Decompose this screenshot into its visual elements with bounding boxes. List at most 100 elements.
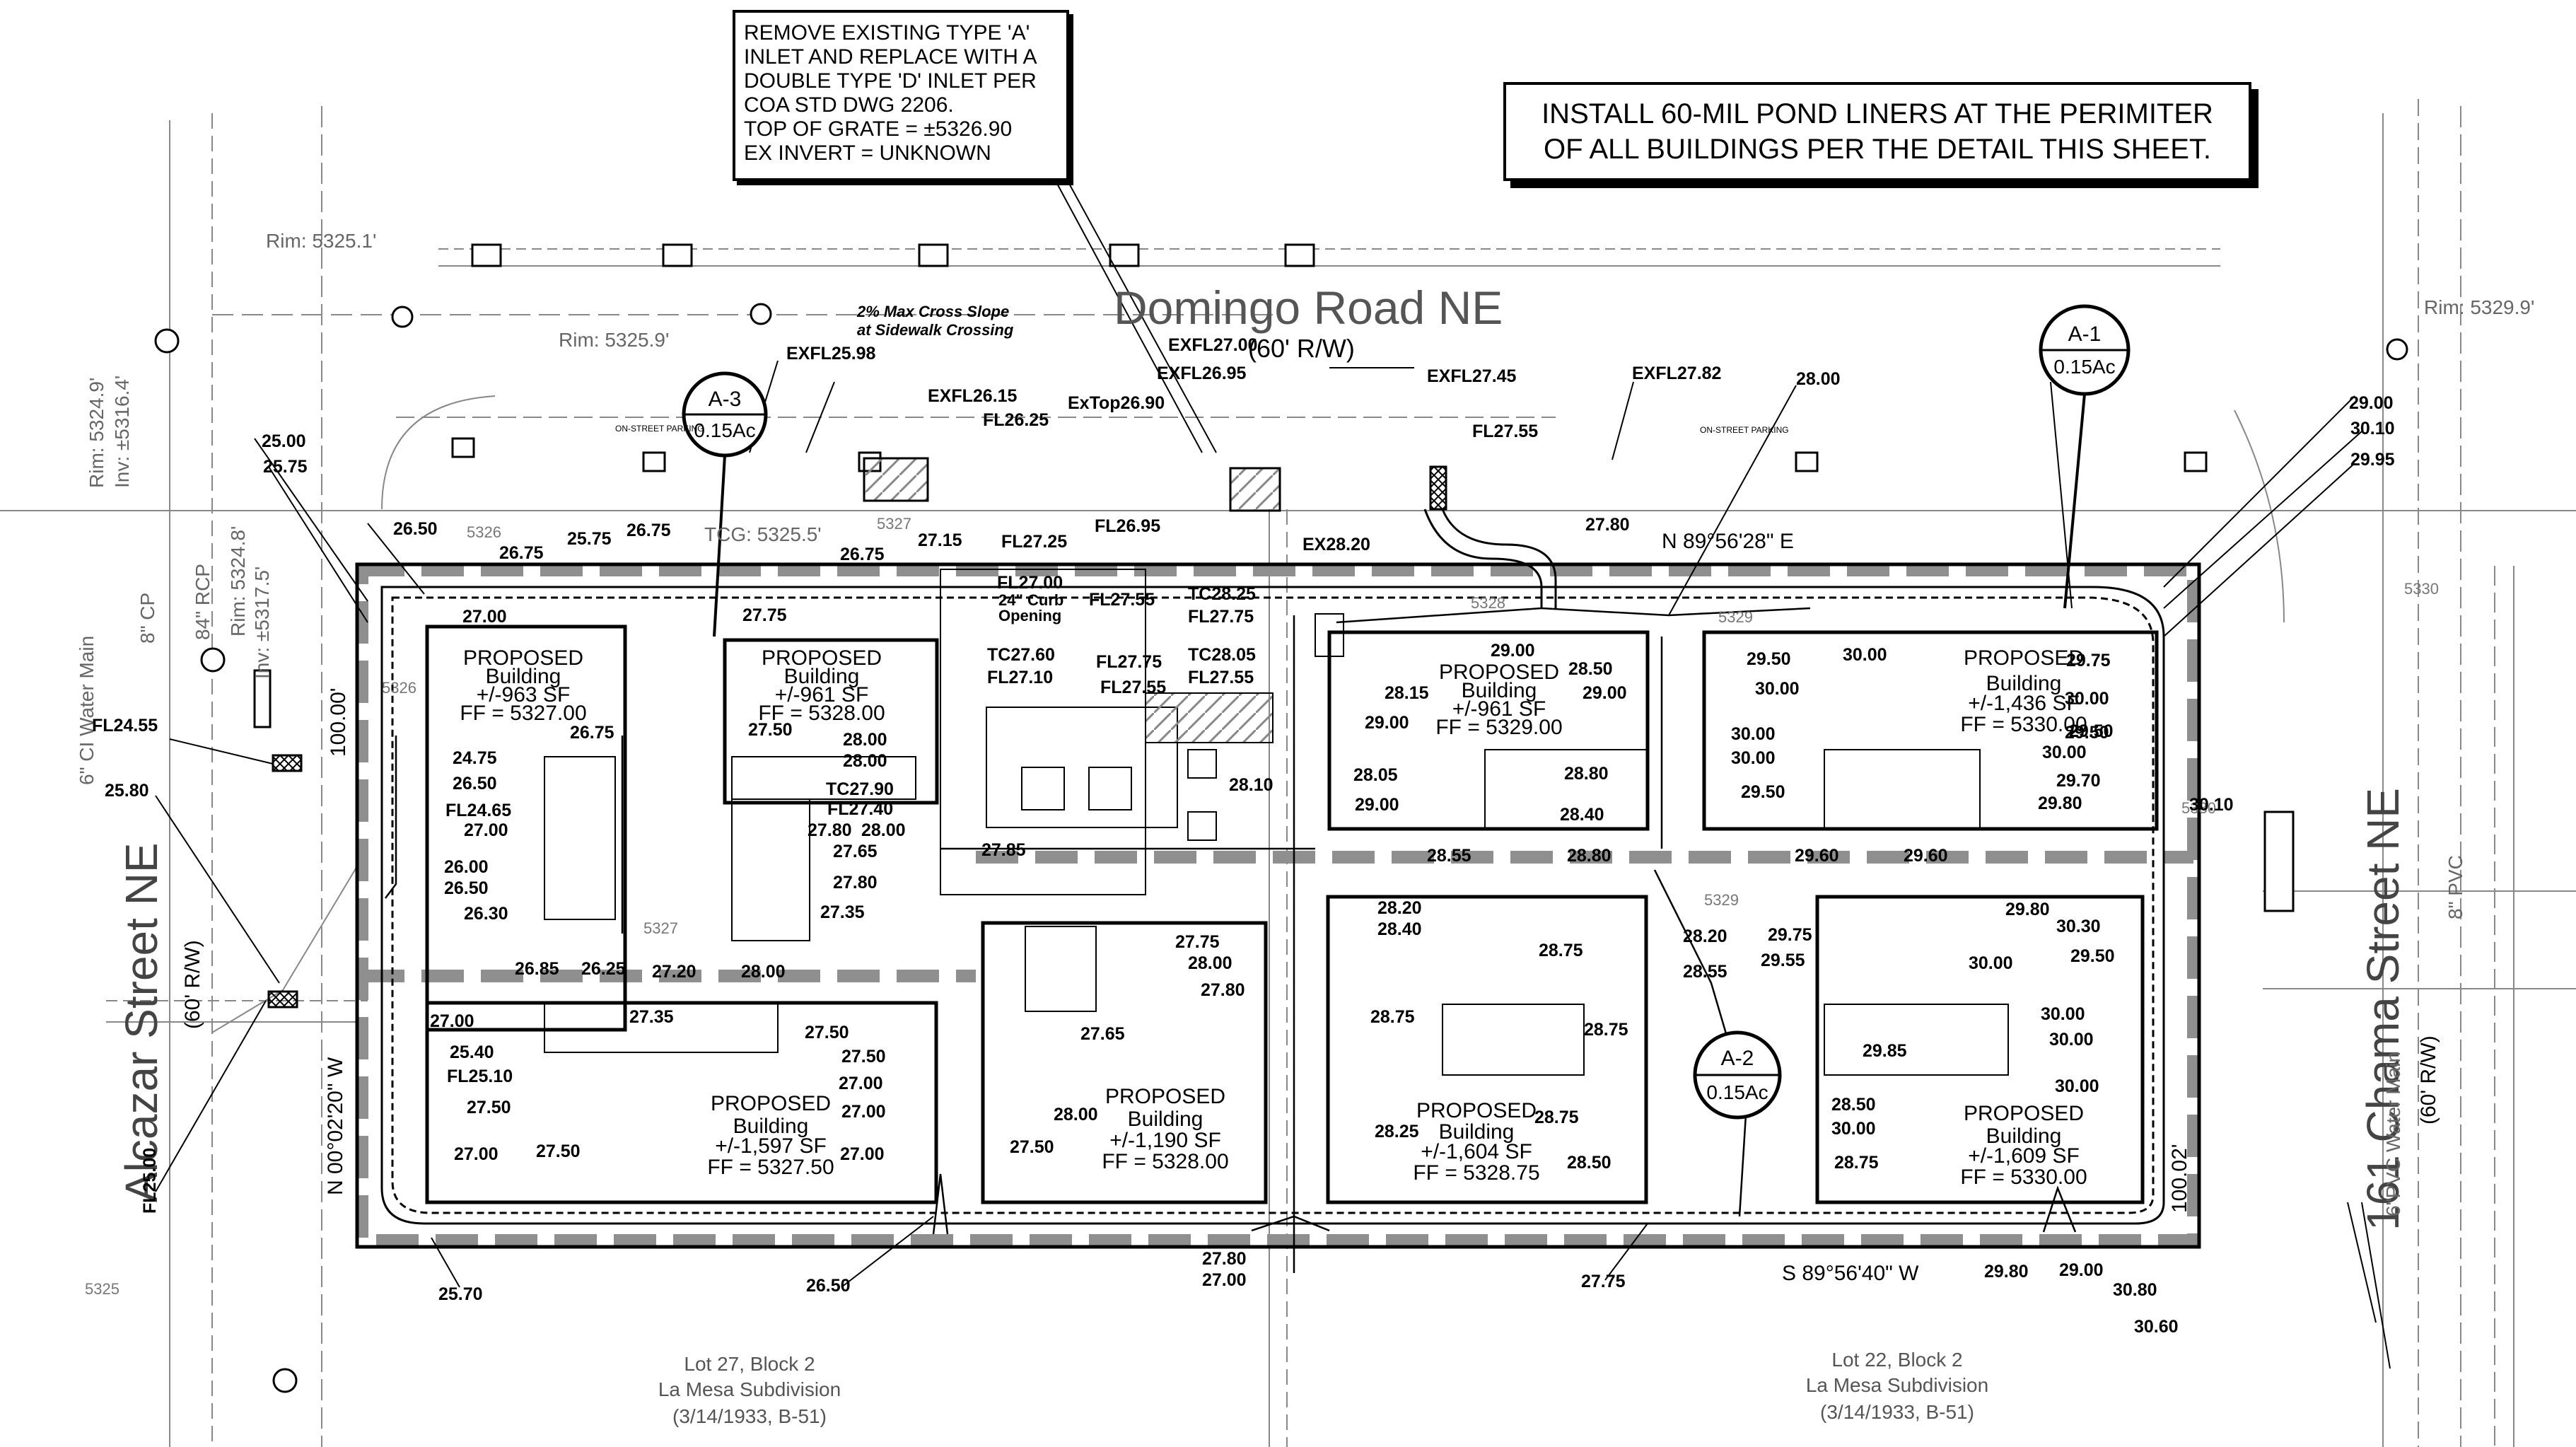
svg-text:29.00: 29.00 xyxy=(2349,393,2394,413)
svg-text:29.50: 29.50 xyxy=(2070,946,2115,966)
rim-label: Rim: 5329.9' xyxy=(2424,296,2534,318)
bearing-north: N 89°56'28" E xyxy=(1662,530,1794,553)
svg-text:5325: 5325 xyxy=(85,1280,120,1298)
svg-text:EXFL27.00: EXFL27.00 xyxy=(1168,335,1257,355)
basin-a1: A-1 0.15Ac xyxy=(2039,304,2131,609)
building-outlines xyxy=(425,624,2159,1204)
svg-text:28.05: 28.05 xyxy=(1353,765,1398,785)
svg-text:26.50: 26.50 xyxy=(393,519,438,539)
lot-labels: Lot 27, Block 2 La Mesa Subdivision (3/1… xyxy=(658,1349,1988,1427)
svg-text:PROPOSED: PROPOSED xyxy=(1416,1099,1537,1122)
svg-text:PROPOSED: PROPOSED xyxy=(711,1092,831,1115)
svg-text:FF = 5328.00: FF = 5328.00 xyxy=(758,702,885,725)
svg-text:Building: Building xyxy=(486,665,561,688)
svg-text:27.50: 27.50 xyxy=(1010,1137,1054,1157)
basin-area: 0.15Ac xyxy=(2053,356,2115,378)
pipe-label: 84" RCP xyxy=(192,564,214,640)
svg-text:28.50: 28.50 xyxy=(1567,1153,1612,1173)
svg-text:+/-961 SF: +/-961 SF xyxy=(775,683,869,707)
pipe-label: 8" PVC xyxy=(2444,855,2466,919)
svg-text:Building: Building xyxy=(733,1115,809,1138)
property-line xyxy=(355,562,2201,1249)
svg-text:28.00: 28.00 xyxy=(741,962,786,982)
site-curbs xyxy=(380,509,2165,1225)
svg-text:25.40: 25.40 xyxy=(450,1042,494,1062)
svg-text:30.00: 30.00 xyxy=(2065,689,2109,709)
svg-text:5328: 5328 xyxy=(1471,594,1505,612)
svg-text:24" Curb: 24" Curb xyxy=(998,591,1063,609)
manholes xyxy=(154,303,2408,1393)
svg-text:30.10: 30.10 xyxy=(2189,795,2234,815)
svg-text:28.75: 28.75 xyxy=(1584,1020,1628,1040)
svg-text:ON-STREET PARKING: ON-STREET PARKING xyxy=(1700,425,1789,435)
svg-text:24.75: 24.75 xyxy=(453,748,497,768)
svg-text:27.00: 27.00 xyxy=(841,1102,886,1122)
svg-text:28.00: 28.00 xyxy=(1054,1105,1098,1125)
note-line: EX INVERT = UNKNOWN xyxy=(744,141,991,165)
svg-text:30.00: 30.00 xyxy=(2049,1030,2094,1050)
svg-text:FL27.75: FL27.75 xyxy=(1096,652,1162,672)
svg-text:TC28.25: TC28.25 xyxy=(1188,584,1256,604)
svg-text:27.00: 27.00 xyxy=(839,1074,883,1093)
svg-text:26.75: 26.75 xyxy=(626,521,671,540)
svg-text:29.95: 29.95 xyxy=(2350,450,2395,470)
svg-text:27.85: 27.85 xyxy=(981,840,1026,860)
svg-text:28.15: 28.15 xyxy=(1385,683,1429,703)
svg-text:28.40: 28.40 xyxy=(1560,805,1604,825)
svg-text:+/-961 SF: +/-961 SF xyxy=(1452,697,1546,721)
svg-text:FL25.10: FL25.10 xyxy=(447,1067,513,1086)
svg-text:26.75: 26.75 xyxy=(570,723,614,743)
svg-text:28.00: 28.00 xyxy=(1796,369,1841,389)
basin-id: A-2 xyxy=(1721,1047,1754,1070)
svg-text:29.00: 29.00 xyxy=(2059,1260,2104,1280)
note-line: COA STD DWG 2206. xyxy=(744,93,954,117)
svg-text:Building: Building xyxy=(1986,1125,2062,1148)
svg-text:30.10: 30.10 xyxy=(2350,419,2395,438)
svg-text:PROPOSED: PROPOSED xyxy=(1105,1085,1225,1108)
svg-text:EXFL25.98: EXFL25.98 xyxy=(786,344,876,364)
svg-text:27.00: 27.00 xyxy=(464,820,508,840)
svg-text:FL27.10: FL27.10 xyxy=(987,668,1053,687)
svg-text:+/-1,436 SF: +/-1,436 SF xyxy=(1968,692,2080,715)
svg-text:29.00: 29.00 xyxy=(1355,795,1399,815)
svg-text:(3/14/1933, B-51): (3/14/1933, B-51) xyxy=(672,1405,827,1427)
water-main-label: 6"PVC Water Main xyxy=(2382,1052,2404,1216)
svg-text:FL26.25: FL26.25 xyxy=(983,410,1049,430)
svg-text:27.50: 27.50 xyxy=(841,1047,886,1067)
svg-text:27.00: 27.00 xyxy=(462,607,507,627)
basin-area: 0.15Ac xyxy=(694,419,755,441)
svg-text:5329: 5329 xyxy=(1704,891,1739,909)
svg-text:27.80: 27.80 xyxy=(808,820,852,840)
svg-text:29.50: 29.50 xyxy=(1741,782,1785,802)
bearing-west: N 00°02'20" W xyxy=(324,1057,347,1195)
svg-text:27.80: 27.80 xyxy=(1585,515,1630,535)
bearings: N 89°56'28" E S 89°56'40" W N 00°02'20" … xyxy=(324,530,2191,1285)
svg-text:25.70: 25.70 xyxy=(438,1284,483,1304)
svg-text:+/-1,597 SF: +/-1,597 SF xyxy=(715,1134,827,1158)
svg-text:EXFL27.45: EXFL27.45 xyxy=(1427,366,1517,386)
svg-text:5326: 5326 xyxy=(467,523,501,541)
svg-text:27.80: 27.80 xyxy=(1201,980,1245,1000)
svg-text:La Mesa Subdivision: La Mesa Subdivision xyxy=(658,1378,841,1400)
svg-text:26.50: 26.50 xyxy=(444,878,489,898)
street-west-row: (60' R/W) xyxy=(181,940,204,1029)
svg-text:FF = 5328.00: FF = 5328.00 xyxy=(1102,1150,1228,1173)
svg-text:29.75: 29.75 xyxy=(1768,925,1812,945)
svg-text:28.20: 28.20 xyxy=(1377,898,1422,918)
svg-text:FL25.00: FL25.00 xyxy=(140,1148,160,1214)
basin-a3: A-3 0.15Ac xyxy=(682,371,768,637)
svg-text:29.70: 29.70 xyxy=(2056,771,2101,791)
svg-text:27.35: 27.35 xyxy=(629,1007,674,1027)
svg-text:FL27.55: FL27.55 xyxy=(1472,422,1538,441)
building-thin-outlines xyxy=(544,569,2009,1076)
svg-text:5327: 5327 xyxy=(877,515,911,533)
svg-text:5330: 5330 xyxy=(2181,799,2216,817)
svg-text:FL24.55: FL24.55 xyxy=(92,716,158,736)
svg-text:27.50: 27.50 xyxy=(805,1023,849,1042)
inv-label: Inv: ±5316.4' xyxy=(111,376,133,488)
svg-text:ExTop26.90: ExTop26.90 xyxy=(1068,393,1165,413)
svg-text:26.75: 26.75 xyxy=(499,543,544,563)
